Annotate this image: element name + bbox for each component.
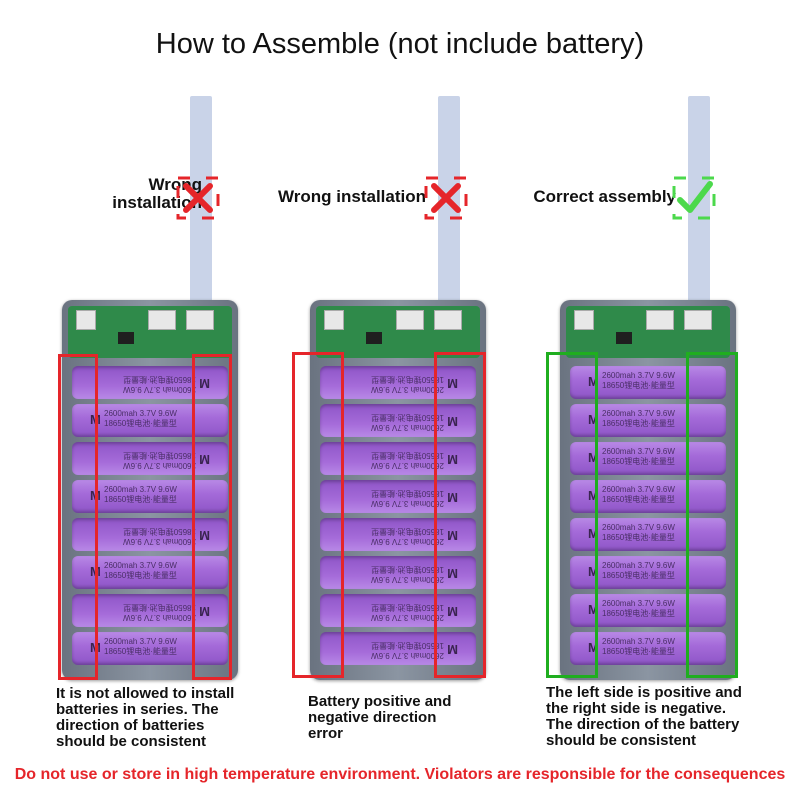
warning-text: Do not use or store in high temperature … [14, 766, 786, 783]
highlight-box-left [58, 354, 98, 680]
strap [688, 96, 710, 316]
pcb-board [566, 306, 730, 358]
pcb-board [68, 306, 232, 358]
battery-logo: M [588, 450, 599, 465]
highlight-box-right [686, 352, 738, 678]
battery-logo: M [588, 640, 599, 655]
highlight-box-left [292, 352, 344, 678]
battery-logo: M [588, 412, 599, 427]
panel-label: Wrong installation [278, 187, 426, 206]
pcb-board [316, 306, 480, 358]
highlight-box-left [546, 352, 598, 678]
strap [438, 96, 460, 316]
battery-logo: M [588, 564, 599, 579]
battery-logo: M [588, 374, 599, 389]
page-title: How to Assemble (not include battery) [155, 28, 645, 60]
wrong-x-icon [424, 176, 468, 220]
strap [190, 96, 212, 316]
battery-logo: M [588, 488, 599, 503]
panel-label: Correct assembly [533, 187, 676, 206]
wrong-x-icon [176, 176, 220, 220]
panel-description: It is not allowed to install batteries i… [56, 685, 235, 750]
battery-logo: M [588, 526, 599, 541]
battery-logo: M [588, 602, 599, 617]
checkmark-icon [672, 176, 716, 220]
highlight-box-right [192, 354, 232, 680]
panel-description: The left side is positive and the right … [546, 684, 742, 749]
panel-description: Battery positive and negative direction … [308, 693, 452, 742]
highlight-box-right [434, 352, 486, 678]
